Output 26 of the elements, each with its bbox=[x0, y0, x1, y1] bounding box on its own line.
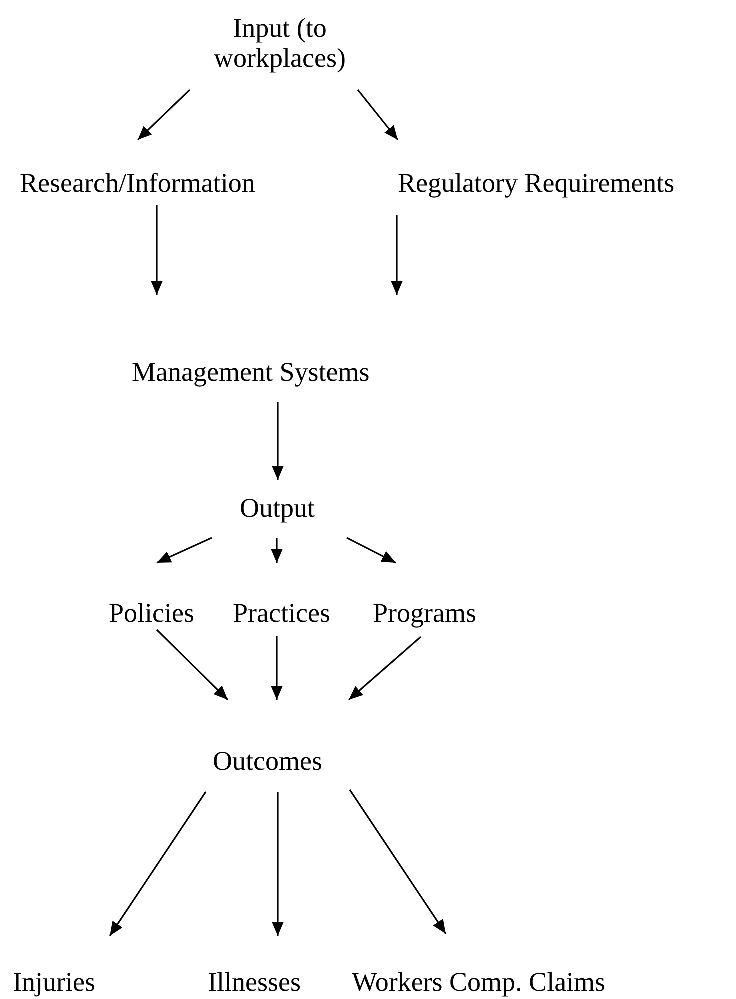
arrow bbox=[272, 792, 284, 936]
node-label: Output bbox=[240, 493, 316, 523]
node-label: Programs bbox=[373, 598, 476, 628]
arrow bbox=[271, 538, 283, 563]
arrow bbox=[156, 537, 212, 564]
arrow bbox=[151, 205, 163, 295]
node-label: Input (to workplaces) bbox=[195, 13, 365, 73]
node-label: Regulatory Requirements bbox=[398, 168, 675, 198]
node-label: Outcomes bbox=[213, 746, 322, 776]
node-label: Injuries bbox=[13, 967, 96, 997]
node-label: Policies bbox=[109, 598, 194, 628]
node-label: Workers Comp. Claims bbox=[352, 967, 606, 997]
node-label: Research/Information bbox=[20, 168, 256, 198]
arrow bbox=[357, 90, 399, 140]
node-label: Illnesses bbox=[208, 967, 301, 997]
arrow bbox=[348, 636, 422, 701]
arrow bbox=[272, 402, 284, 480]
arrow bbox=[109, 792, 207, 936]
arrow bbox=[391, 215, 403, 295]
node-label: Practices bbox=[233, 598, 330, 628]
arrow bbox=[349, 790, 447, 934]
arrow bbox=[271, 636, 283, 700]
arrow bbox=[137, 89, 191, 141]
node-label: Management Systems bbox=[132, 357, 370, 387]
arrow bbox=[156, 629, 229, 701]
arrow bbox=[346, 537, 396, 564]
